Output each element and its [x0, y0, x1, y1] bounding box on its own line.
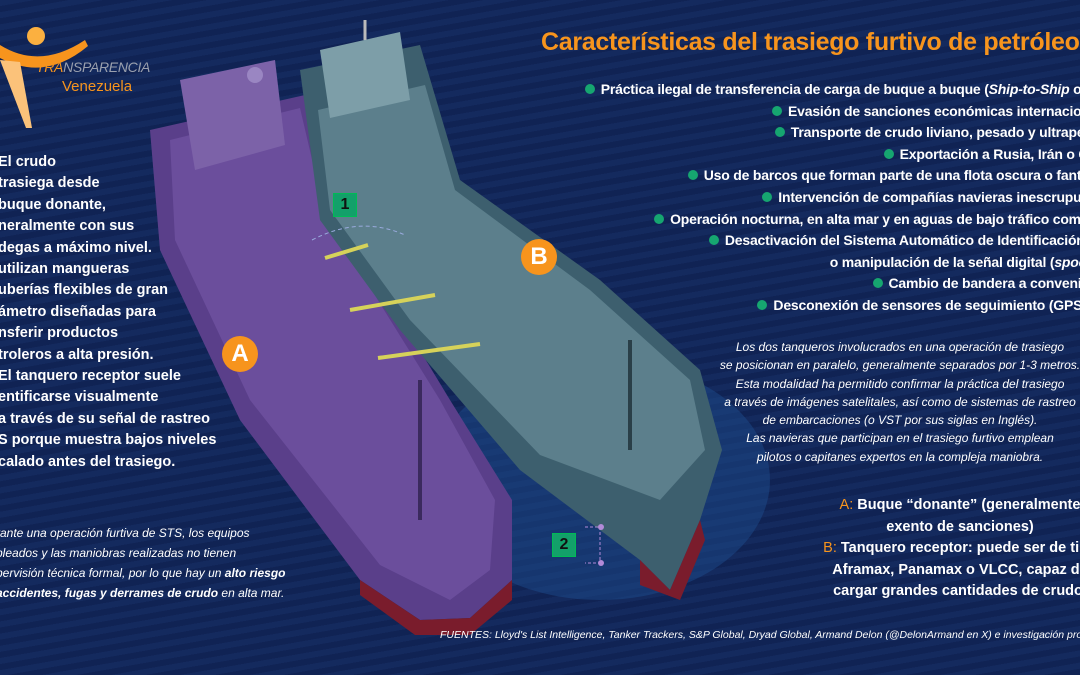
hoses	[324, 243, 481, 360]
ship-a-bridge	[180, 60, 285, 170]
list-item: Cambio de bandera a conveniencia.	[585, 273, 1080, 295]
bullet-icon	[883, 148, 894, 159]
page-title: Características del trasiego furtivo de …	[541, 28, 1080, 56]
bullet-icon	[654, 213, 665, 224]
list-item: Práctica ilegal de transferencia de carg…	[584, 79, 1080, 101]
ship-a-label: A	[222, 336, 258, 372]
bullet-icon	[772, 105, 783, 116]
marker-2: 2	[552, 533, 576, 557]
ship-b-label: B	[521, 239, 557, 275]
bullet-icon	[872, 278, 883, 289]
list-item: Operación nocturna, en alta mar y en agu…	[585, 209, 1080, 231]
bullet-icon	[757, 299, 768, 310]
ship-b-keel	[640, 520, 705, 600]
bullet-icon	[762, 191, 773, 202]
ship-b-deck	[318, 85, 705, 500]
ship-b-bridge	[320, 32, 410, 118]
list-item: Intervención de compañías navieras inesc…	[585, 187, 1080, 209]
bullet-icon	[584, 84, 595, 94]
list-item: Evasión de sanciones económicas internac…	[585, 101, 1080, 123]
ship-a-deck	[170, 108, 495, 600]
ship-legend: A: Buque “donante” (generalmente exento …	[823, 497, 1080, 599]
bullet-icon	[708, 235, 719, 246]
ship-a-keel	[360, 580, 512, 635]
list-item: Desconexión de sensores de seguimiento (…	[585, 295, 1080, 317]
sources: FUENTES: Lloyd's List Intelligence, Tank…	[440, 629, 1080, 641]
list-item-continued: o manipulación de la señal digital (spoo…	[829, 253, 1080, 270]
list-item: Transporte de crudo liviano, pesado y ul…	[585, 122, 1080, 144]
list-item: Exportación a Rusia, Irán o China.	[585, 144, 1080, 166]
list-item: Uso de barcos que forman parte de una fl…	[585, 165, 1080, 187]
risk-note: rante una operación furtiva de STS, los …	[0, 526, 286, 600]
bullet-icon	[687, 170, 698, 181]
list-item: Desactivación del Sistema Automático de …	[585, 230, 1080, 252]
transfer-arrow	[311, 225, 406, 241]
ship-b-receiver	[300, 20, 722, 600]
marker-1: 1	[333, 193, 357, 217]
operation-note: Los dos tanqueros involucrados en una op…	[719, 340, 1080, 464]
logo-figure	[0, 27, 88, 128]
bullet-icon	[774, 127, 785, 138]
logo-subtext: Venezuela	[62, 78, 133, 95]
characteristics-list: Práctica ilegal de transferencia de carg…	[584, 79, 1080, 317]
gap-indicator	[585, 526, 601, 564]
logo-text: TRANSPARENCIA	[36, 59, 151, 75]
